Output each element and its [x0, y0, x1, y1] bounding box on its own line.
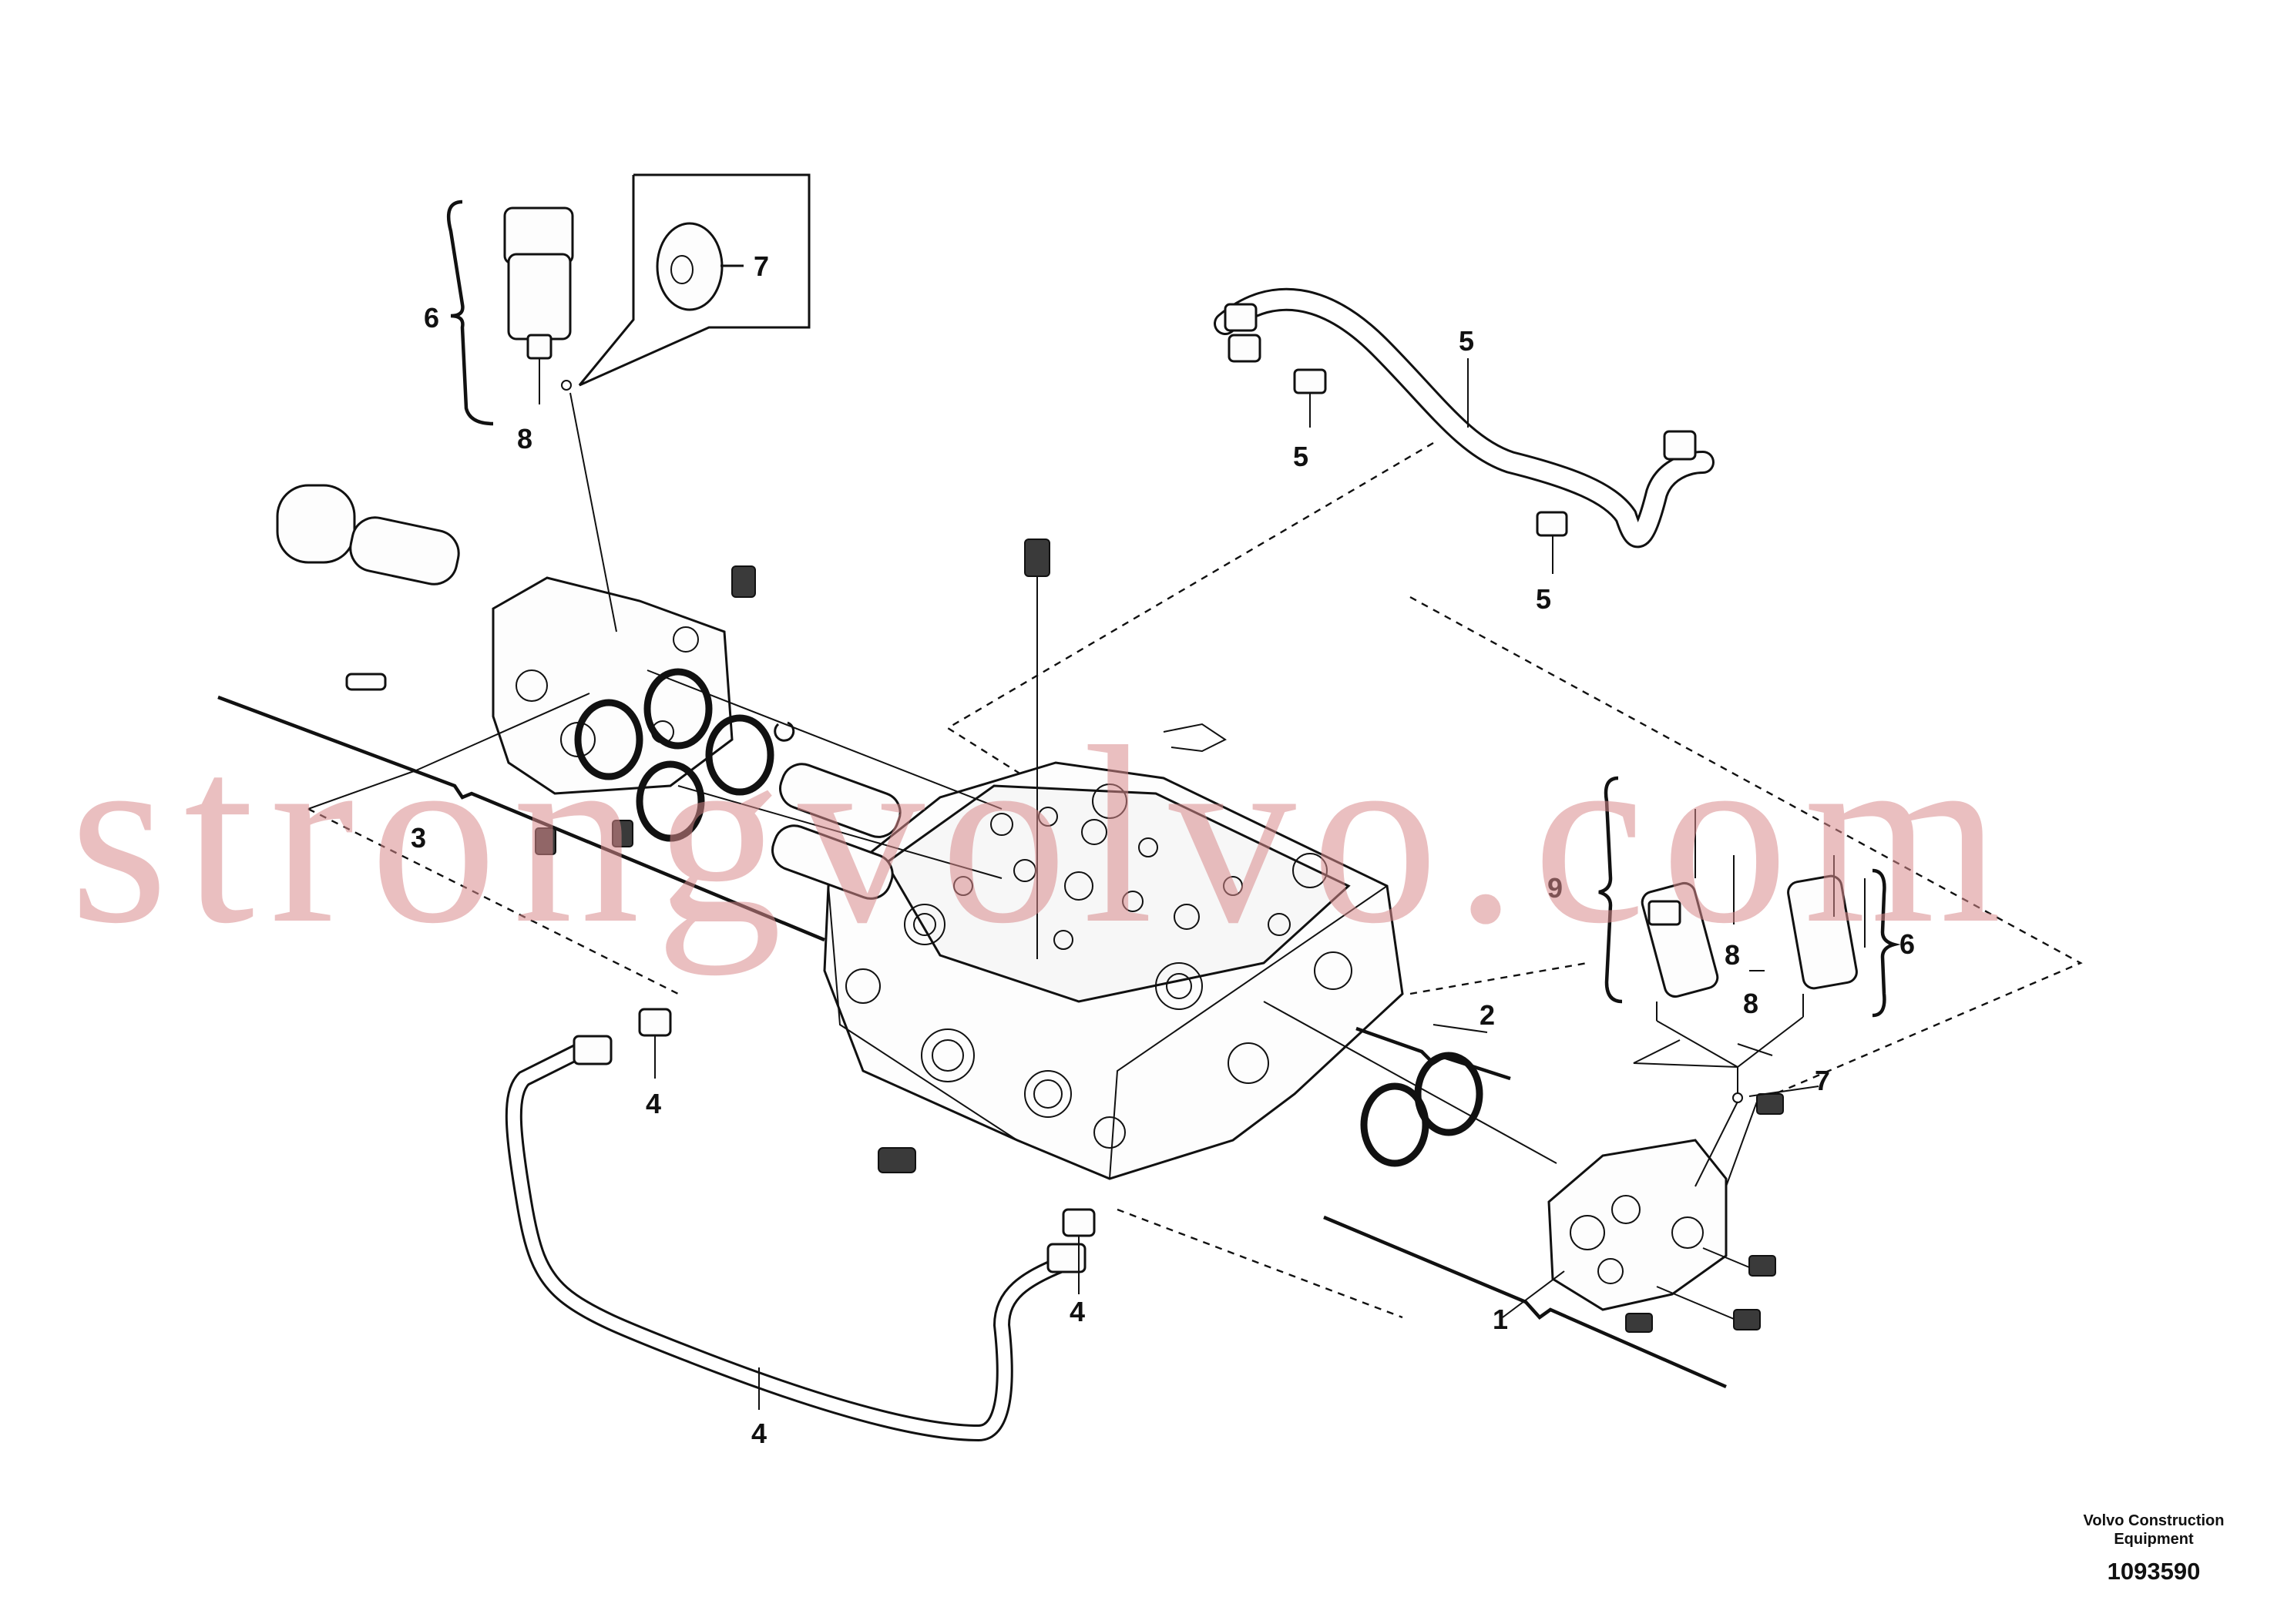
top-plug: [1024, 539, 1050, 959]
pilot-tube-lower: [505, 1008, 1096, 1442]
callout-3: 3: [411, 822, 426, 854]
callout-1: 1: [1493, 1304, 1508, 1335]
callout-7-detail: 7: [754, 250, 769, 282]
callout-6-left: 6: [424, 302, 439, 334]
brace-right-6: [1872, 868, 1901, 1018]
callout-4-right: 4: [1070, 1296, 1085, 1327]
left-end-cover: [276, 484, 1003, 879]
document-number: 1093590: [2108, 1558, 2201, 1585]
callout-8-right-upper: 8: [1725, 939, 1740, 971]
credit-line-2: Equipment: [2114, 1531, 2194, 1548]
callout-5-top: 5: [1459, 325, 1474, 357]
guide-left: [307, 807, 679, 995]
callout-6-right: 6: [1899, 928, 1915, 960]
dashed-guides: [307, 441, 2083, 1319]
callout-4-bottom: 4: [751, 1418, 767, 1449]
main-valve-body: [771, 723, 1404, 1180]
callout-4-upper: 4: [646, 1088, 661, 1119]
callout-8-left: 8: [517, 423, 532, 455]
brace-right-2: [1355, 1026, 1511, 1081]
callout-8-right-lower: 8: [1743, 988, 1758, 1019]
brace-right-1: [1323, 1215, 1727, 1389]
brace-left-3: [217, 695, 825, 942]
guide-right: [1409, 596, 2083, 1103]
detail-box: [578, 173, 811, 387]
callout-9: 9: [1547, 872, 1563, 904]
callout-7-right: 7: [1815, 1065, 1830, 1096]
guide-mid: [1409, 961, 1588, 995]
guide-bottom: [1117, 1208, 1403, 1319]
leader-lines: [307, 693, 1819, 1318]
callout-5-left: 5: [1293, 441, 1308, 472]
callouts: 1 2 3 4 4 4 5 5 5 6 6 7 7 8 8 8 9: [411, 250, 1915, 1449]
callout-5-bottom: 5: [1536, 583, 1551, 615]
credit-line-1: Volvo Construction: [2084, 1512, 2225, 1529]
guide-upper: [945, 441, 1434, 776]
brace-right-9: [1598, 776, 1623, 1004]
solenoids-right: [1641, 809, 1866, 1187]
brace-left-6: [446, 200, 494, 426]
credit-block: Volvo Construction Equipment 1093590: [2084, 1512, 2225, 1585]
pilot-tube-upper: [1214, 287, 1715, 574]
solenoid-top-left: [503, 206, 617, 632]
callout-2: 2: [1480, 999, 1495, 1031]
right-end-cover: [1263, 1001, 1784, 1333]
watermark-text: strongvolvo.com: [69, 695, 2017, 976]
